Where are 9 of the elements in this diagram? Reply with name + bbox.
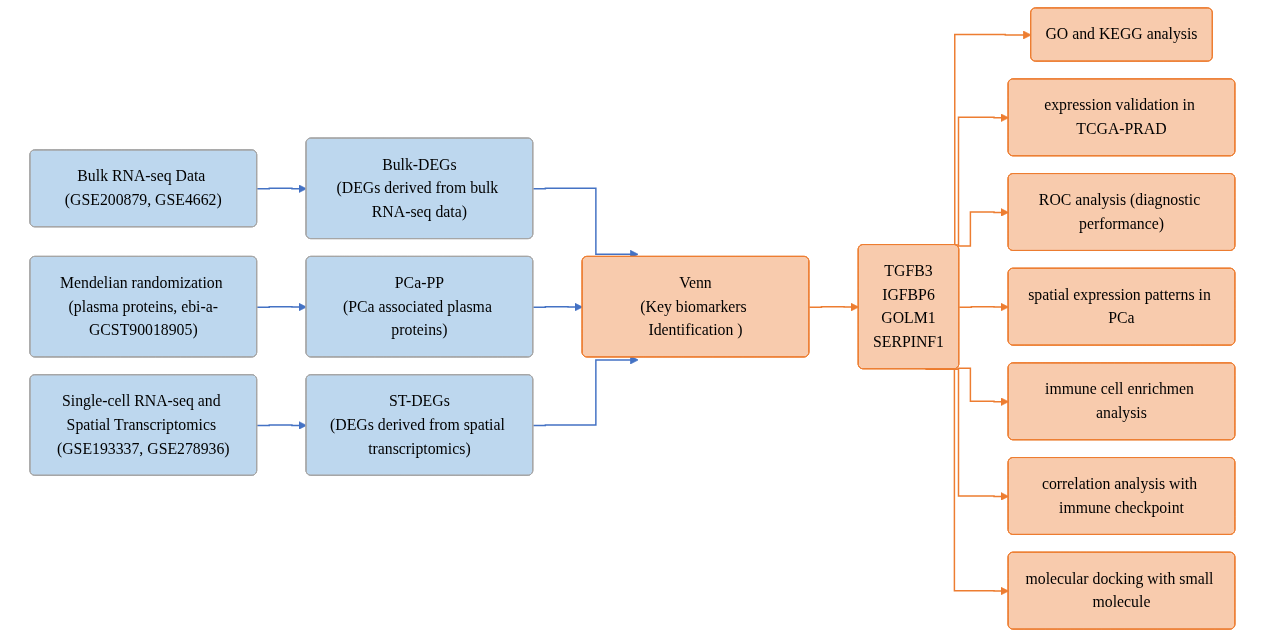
arrow: [532, 302, 583, 312]
arrow: [256, 421, 307, 430]
arrow: [958, 302, 1009, 312]
arrow: [956, 208, 1009, 247]
arrow: [808, 302, 859, 312]
arrow: [532, 355, 639, 427]
arrow: [956, 367, 1009, 407]
arrow: [256, 184, 307, 194]
arrow: [256, 302, 307, 312]
